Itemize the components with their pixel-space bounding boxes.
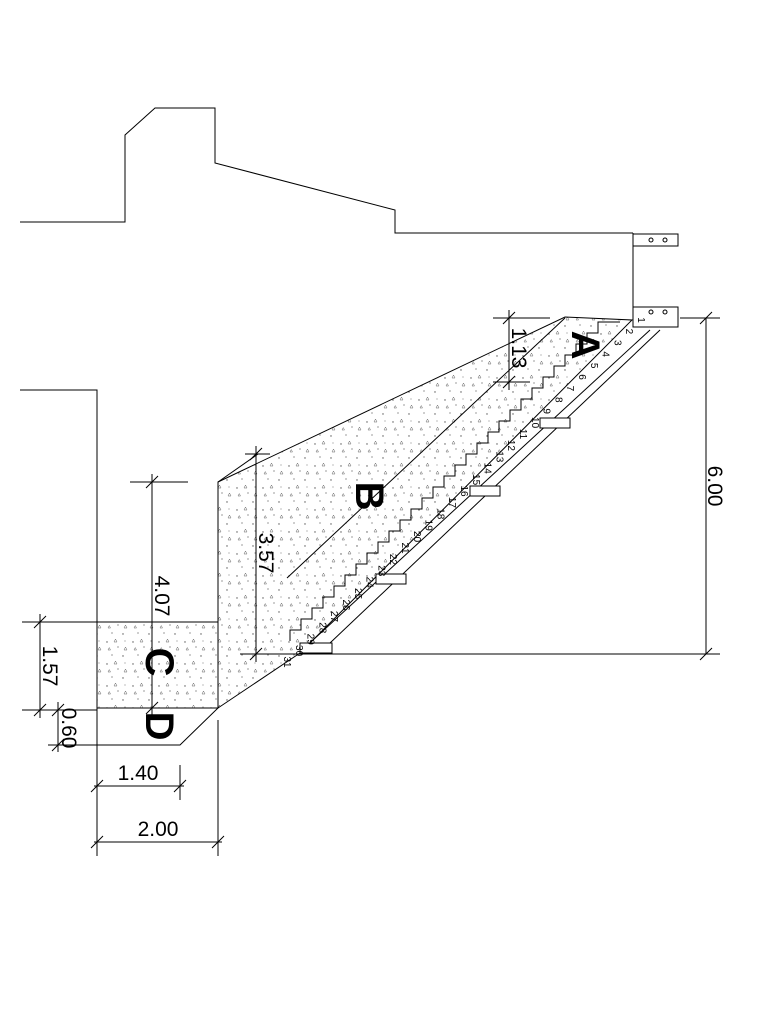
step-number-29: 29 [305, 634, 316, 646]
step-number-23: 23 [375, 565, 386, 577]
step-number-18: 18 [434, 508, 445, 520]
step-number-5: 5 [588, 363, 599, 369]
dimension-label-footing-width: 2.00 [138, 818, 179, 841]
step-number-31: 31 [281, 656, 292, 668]
landing-plate-2 [469, 485, 501, 497]
landing-plate-3 [375, 573, 407, 585]
zone-label-c: C [137, 648, 181, 677]
dimension-base-width: 1.40 [90, 745, 187, 800]
concrete-footing-d [96, 707, 220, 746]
dimension-top-block: 1.13 [493, 310, 550, 390]
dimension-footing-width: 2.00 [90, 720, 225, 856]
zone-label-b: B [347, 482, 391, 511]
step-number-30: 30 [293, 645, 304, 657]
top-landing-plate [632, 233, 679, 247]
stair-steps-profile [289, 321, 620, 641]
step-number-9: 9 [541, 408, 552, 414]
step-number-11: 11 [517, 429, 528, 440]
dimension-footing-height: 0.60 [48, 702, 97, 752]
step-number-2: 2 [623, 329, 634, 335]
step-number-15: 15 [470, 474, 481, 486]
dimension-total-height: 6.00 [680, 311, 726, 661]
step-number-10: 10 [529, 417, 540, 429]
terrain-profile-upper [20, 107, 633, 234]
landing-plate-1 [539, 417, 571, 429]
step-number-1: 1 [635, 317, 646, 323]
step-number-17: 17 [446, 497, 457, 509]
step-number-3: 3 [611, 340, 622, 346]
step-number-6: 6 [576, 374, 587, 380]
step-number-7: 7 [564, 386, 575, 392]
dimension-label-base-height: 1.57 [38, 646, 61, 687]
terrain-profile-lower [20, 389, 98, 745]
zone-label-a: A [563, 331, 607, 360]
step-number-24: 24 [364, 577, 375, 589]
zone-label-d: D [137, 712, 181, 741]
step-number-13: 13 [493, 451, 504, 463]
step-number-28: 28 [316, 622, 327, 634]
step-number-4: 4 [600, 351, 611, 357]
step-number-27: 27 [328, 611, 339, 623]
landing-plate-4 [299, 642, 333, 654]
dimension-label-footing-height: 0.60 [57, 708, 80, 749]
dimension-label-total-height: 6.00 [703, 466, 726, 507]
step-number-22: 22 [387, 554, 398, 566]
step-number-8: 8 [552, 397, 563, 403]
dimension-column-height: 4.07 [130, 474, 188, 716]
step-number-25: 25 [352, 588, 363, 600]
dimension-middle-block: 3.57 [245, 446, 277, 662]
dimension-label-base-width: 1.40 [118, 762, 159, 785]
step-number-21: 21 [399, 542, 410, 554]
dimension-base-height: 1.57 [22, 614, 97, 718]
step-number-20: 20 [411, 531, 422, 543]
step-number-14: 14 [482, 463, 493, 475]
dimension-label-middle-block: 3.57 [254, 533, 277, 574]
concrete-mass-b [217, 316, 634, 709]
dimension-label-column-height: 4.07 [150, 576, 173, 617]
step-number-16: 16 [458, 485, 469, 497]
step-numbers: 1234567891011121314151617181920212223242… [281, 317, 646, 668]
dimension-label-top-block: 1.13 [507, 328, 530, 369]
step-number-19: 19 [423, 520, 434, 532]
step-number-12: 12 [505, 440, 516, 452]
step-number-26: 26 [340, 599, 351, 611]
